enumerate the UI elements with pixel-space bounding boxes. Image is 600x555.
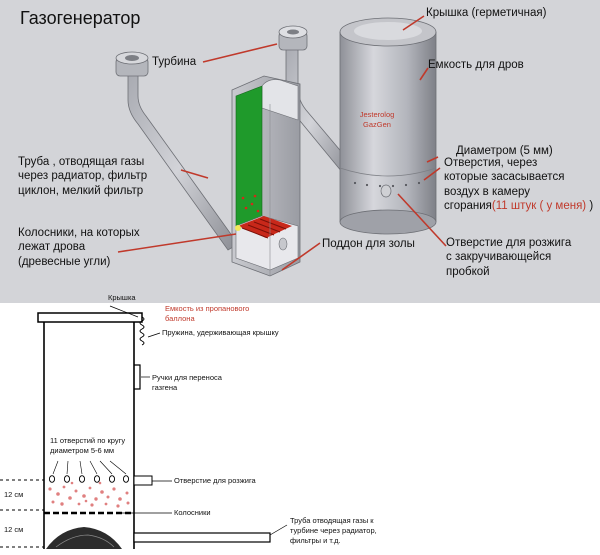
handles-line-1: Ручки для переноса [152,373,222,382]
propane-line-2: баллона [165,313,195,323]
schematic-pipe-line-1: Труба отводящая газы к [290,516,374,525]
exhaust-pipe-line-2: через радиатор, фильтр [18,170,148,183]
schematic-holes-line-2: диаметром 5-6 мм [50,445,115,455]
label-grate: Колосники, на которых лежат дрова (древе… [18,226,140,269]
chamber-green-interior [235,85,263,227]
watermark-line-1: Jesterolog [359,110,395,119]
air-holes-line-1: Отверстия, через [444,157,538,169]
schematic-label-spring: Пружина, удерживающая крышку [162,328,279,337]
ignition-line-1: Отверстие для розжига [446,237,572,249]
schematic-label-ignition: Отверстие для розжига [174,476,256,485]
grate-line-2: лежат дрова [18,241,86,254]
schematic-air-holes [48,475,130,483]
right-turbine-flange [278,25,308,51]
page-title: Газогенератор [20,8,141,28]
schematic-handle [134,364,141,390]
air-holes-line-4: сгорания(11 штук ( у меня) ) [444,199,593,213]
label-exhaust-pipe: Труба , отводящая газы через радиатор, ф… [18,155,147,198]
schematic-pipe-line-2: турбине через радиатор, [290,525,377,535]
air-holes-paren: ) [589,200,594,213]
label-ash-tray: Поддон для золы [322,238,415,250]
air-holes-count: (11 штук ( у меня) [491,200,587,213]
schematic-pipe-line-3: фильтры и т.д. [290,535,341,545]
wood-tank-cylinder [339,17,437,235]
schematic-panel: Крышка Емкость из пропанового баллона Пр… [0,293,600,555]
grate-line-3: (древесные угли) [18,255,111,268]
top-illustration-panel: Газогенератор Крышка (герметичная) Турби… [0,0,600,303]
schematic-holes-line-1: 11 отверстий по кругу [50,436,126,445]
schematic-label-propane: Емкость из пропанового баллона [165,304,249,324]
schematic-lid [37,312,143,323]
label-turbine: Турбина [152,56,197,68]
propane-line-1: Емкость из пропанового [165,304,250,313]
combustion-chamber-cutaway [231,75,301,277]
air-holes-chamber: сгорания [444,200,492,213]
dimension-upper: 12 см [4,490,24,499]
label-diameter: Диаметром (5 мм) [456,145,553,157]
label-lid: Крышка (герметичная) [426,7,547,19]
label-ignition-hole: Отверстие для розжига с закручивающейся … [446,236,571,279]
gasifier-schematic [0,305,288,549]
label-wood-tank: Емкость для дров [428,59,524,71]
leader-lines [117,15,447,271]
ignition-line-2: с закручивающейся [446,251,552,264]
handles-line-2: газгена [152,382,178,392]
schematic-ignition-port [133,475,153,486]
schematic-label-handles: Ручки для переноса газгена [152,373,222,393]
schematic-label-grate: Колосники [174,508,211,517]
schematic-leader-lines [109,305,288,536]
ignition-line-3: пробкой [446,265,490,278]
dimension-lower: 12 см [4,525,24,534]
exhaust-pipe-line-3: циклон, мелкий фильтр [18,184,144,197]
schematic-ash-pile [46,527,122,549]
air-holes-line-2: которые засасывается [444,171,565,184]
schematic-label-lid: Крышка [108,293,136,302]
schematic-embers [48,481,130,508]
left-turbine-flange [115,51,149,77]
grate-embers [238,216,292,239]
schematic-outlet-pipe [133,532,271,543]
grate-line-1: Колосники, на которых [18,227,140,239]
gasifier-3d-drawing [115,15,447,277]
schematic-hole-arrows [52,460,127,475]
label-air-holes: Отверстия, через которые засасывается во… [444,156,593,214]
schematic-label-air-holes: 11 отверстий по кругу диаметром 5-6 мм [50,436,125,456]
watermark-line-2: GazGen [363,120,391,130]
exhaust-pipe-line-1: Труба , отводящая газы [18,156,145,168]
schematic-spring [139,316,145,346]
schematic-label-pipe: Труба отводящая газы к турбине через рад… [290,516,377,545]
watermark: Jesterolog GazGen [352,110,402,130]
air-holes-line-3: воздух в камеру [444,185,530,198]
